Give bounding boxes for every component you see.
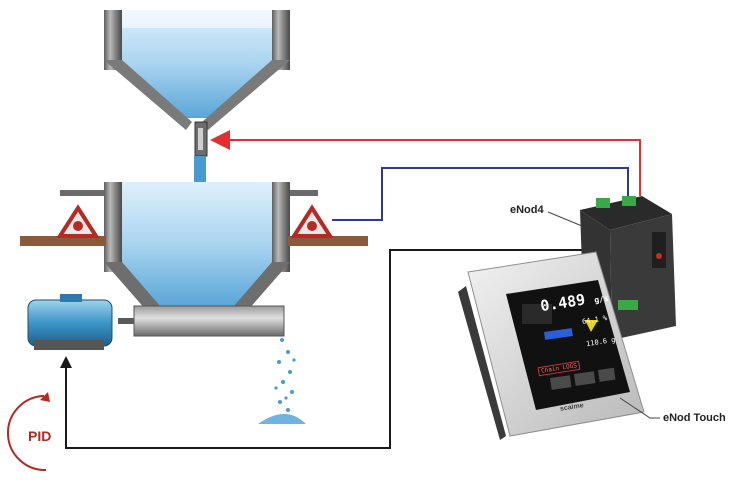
upper-hopper [104,10,290,130]
feeder-motor [27,294,113,350]
enod-touch-label: eNod Touch [663,412,726,424]
load-cell-left [56,204,100,238]
screw-feeder [118,305,285,337]
load-cell-right [290,204,334,238]
weigh-hopper [60,182,318,310]
label-leaders [547,211,660,419]
signal-lines [60,130,641,449]
valve-control-line [210,130,641,196]
screen-unit: g/s [593,293,610,305]
feed-valve [194,121,208,157]
discharge-particles [258,338,306,424]
pid-label: PID [28,428,52,444]
enod-touch-device [458,251,645,440]
motor-control-line [65,249,596,449]
support-beams [20,236,368,246]
pid-loop-arc [7,392,50,472]
enod4-label: eNod4 [510,204,544,216]
load-cell-signal-line [332,167,629,221]
